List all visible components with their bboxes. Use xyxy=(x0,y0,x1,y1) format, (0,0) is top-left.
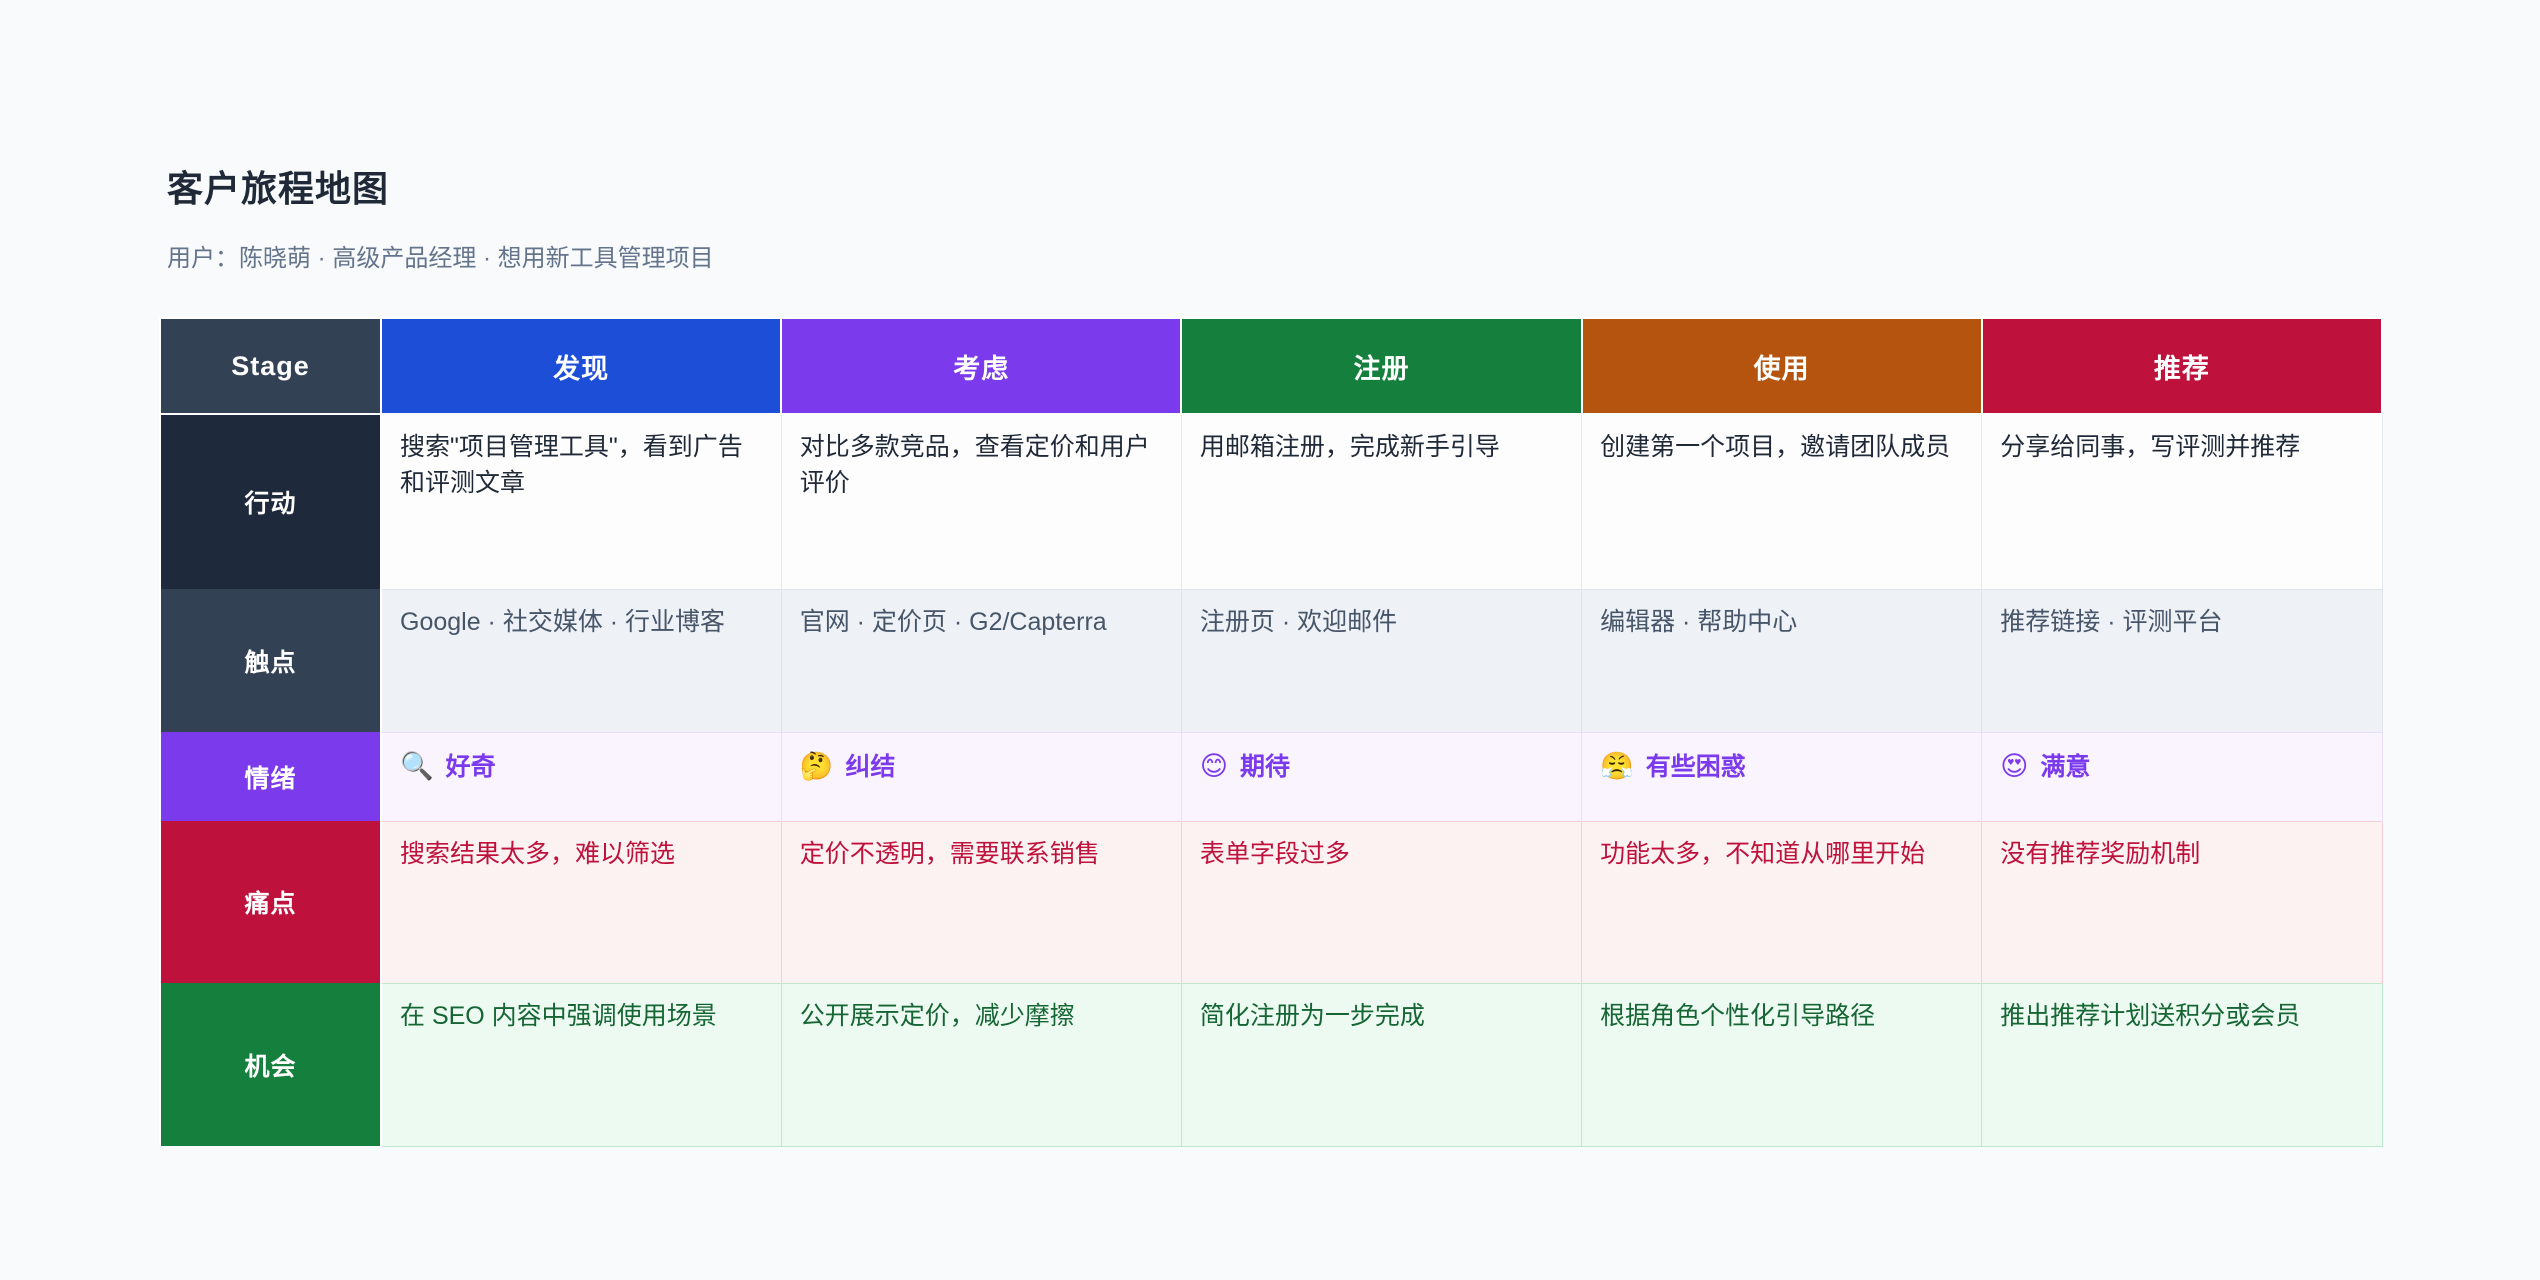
journey-map-page: 客户旅程地图 用户：陈晓萌 · 高级产品经理 · 想用新工具管理项目 Stage… xyxy=(159,160,2384,1147)
emotion-label: 满意 xyxy=(2040,752,2091,781)
cell-opps-consider: 公开展示定价，减少摩擦 xyxy=(781,982,1182,1147)
row-label-touchpoints: 触点 xyxy=(159,589,382,732)
heart-eyes-emoji-icon: 😍 xyxy=(2000,750,2029,781)
cell-pains-refer: 没有推荐奖励机制 xyxy=(1981,820,2383,983)
cell-opps-discover: 在 SEO 内容中强调使用场景 xyxy=(381,982,782,1147)
cell-opps-signup: 简化注册为一步完成 xyxy=(1181,982,1583,1147)
cell-pains-signup: 表单字段过多 xyxy=(1181,820,1583,983)
emotion-label: 期待 xyxy=(1240,752,1291,781)
stage-header-use: 使用 xyxy=(1580,317,1983,415)
row-actions: 行动 搜索"项目管理工具"，看到广告和评测文章 对比多款竞品，查看定价和用户评价… xyxy=(159,413,2383,589)
row-opportunities: 机会 在 SEO 内容中强调使用场景 公开展示定价，减少摩擦 简化注册为一步完成… xyxy=(159,982,2383,1147)
stage-header-discover: 发现 xyxy=(379,317,783,415)
cell-emotions-refer: 😍 满意 xyxy=(1981,731,2383,821)
cell-pains-discover: 搜索结果太多，难以筛选 xyxy=(381,820,782,983)
persona-subtitle: 用户：陈晓萌 · 高级产品经理 · 想用新工具管理项目 xyxy=(167,245,714,272)
journey-map-table: Stage 发现 考虑 注册 使用 推荐 行动 搜索"项目管理工具"，看到广告和… xyxy=(159,317,2384,1147)
row-touchpoints: 触点 Google · 社交媒体 · 行业博客 官网 · 定价页 · G2/Ca… xyxy=(159,588,2383,732)
cell-touchpoints-refer: 推荐链接 · 评测平台 xyxy=(1981,588,2383,732)
cell-actions-use: 创建第一个项目，邀请团队成员 xyxy=(1581,413,1983,589)
emotion-label: 有些困惑 xyxy=(1645,752,1746,781)
page-title: 客户旅程地图 xyxy=(167,168,390,209)
stage-header-refer: 推荐 xyxy=(1980,317,2384,415)
stage-header-signup: 注册 xyxy=(1180,317,1583,415)
cell-emotions-discover: 🔍 好奇 xyxy=(381,731,782,821)
stage-corner-header: Stage xyxy=(159,317,382,415)
cell-opps-refer: 推出推荐计划送积分或会员 xyxy=(1981,982,2383,1147)
row-label-emotions: 情绪 xyxy=(159,732,382,821)
frustrated-face-emoji-icon: 😤 xyxy=(1600,750,1634,781)
cell-touchpoints-signup: 注册页 · 欢迎邮件 xyxy=(1181,588,1583,732)
cell-pains-use: 功能太多，不知道从哪里开始 xyxy=(1581,820,1983,983)
cell-emotions-consider: 🤔 纠结 xyxy=(781,731,1182,821)
smiling-face-emoji-icon: 😊 xyxy=(1199,750,1229,781)
magnifier-emoji-icon: 🔍 xyxy=(400,750,434,781)
cell-opps-use: 根据角色个性化引导路径 xyxy=(1581,982,1983,1147)
cell-actions-discover: 搜索"项目管理工具"，看到广告和评测文章 xyxy=(381,413,782,589)
row-emotions: 情绪 🔍 好奇 🤔 纠结 😊 期待 😤 有些困惑 😍 满意 xyxy=(159,731,2383,821)
cell-touchpoints-discover: Google · 社交媒体 · 行业博客 xyxy=(381,588,782,732)
row-label-actions: 行动 xyxy=(159,414,382,589)
stage-header-row: Stage 发现 考虑 注册 使用 推荐 xyxy=(159,317,2384,415)
emotion-label: 纠结 xyxy=(845,752,896,781)
row-label-pain-points: 痛点 xyxy=(159,821,382,983)
cell-actions-signup: 用邮箱注册，完成新手引导 xyxy=(1181,413,1583,589)
cell-touchpoints-consider: 官网 · 定价页 · G2/Capterra xyxy=(781,588,1182,732)
row-pain-points: 痛点 搜索结果太多，难以筛选 定价不透明，需要联系销售 表单字段过多 功能太多，… xyxy=(159,820,2383,983)
cell-emotions-signup: 😊 期待 xyxy=(1181,731,1583,821)
stage-header-consider: 考虑 xyxy=(780,317,1183,415)
cell-touchpoints-use: 编辑器 · 帮助中心 xyxy=(1581,588,1983,732)
cell-actions-consider: 对比多款竞品，查看定价和用户评价 xyxy=(781,413,1182,589)
emotion-label: 好奇 xyxy=(445,752,496,781)
cell-pains-consider: 定价不透明，需要联系销售 xyxy=(781,820,1182,983)
row-label-opportunities: 机会 xyxy=(159,983,382,1146)
cell-emotions-use: 😤 有些困惑 xyxy=(1581,731,1983,821)
thinking-face-emoji-icon: 🤔 xyxy=(799,750,834,781)
cell-actions-refer: 分享给同事，写评测并推荐 xyxy=(1981,413,2383,589)
